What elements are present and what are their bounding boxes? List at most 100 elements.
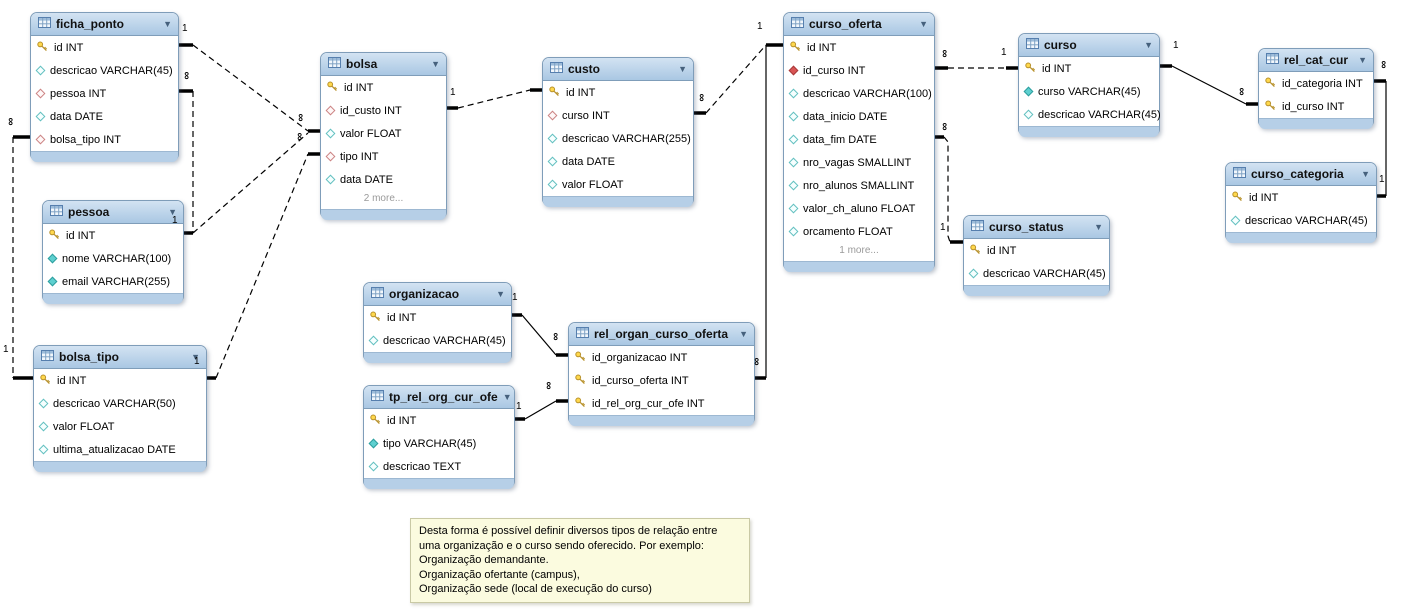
column-row[interactable]: data DATE — [321, 168, 446, 191]
collapse-arrow-icon[interactable]: ▼ — [496, 288, 505, 299]
column-row[interactable]: id_organizacao INT — [569, 346, 754, 369]
column-row[interactable]: data DATE — [543, 150, 693, 173]
column-row[interactable]: nro_alunos SMALLINT — [784, 174, 934, 197]
column-row[interactable]: id_custo INT — [321, 99, 446, 122]
column-text: valor FLOAT — [562, 178, 624, 191]
column-row[interactable]: data DATE — [31, 105, 178, 128]
column-row[interactable]: data_fim DATE — [784, 128, 934, 151]
column-row[interactable]: id INT — [34, 369, 206, 392]
collapse-arrow-icon[interactable]: ▼ — [1361, 168, 1370, 179]
collapse-arrow-icon[interactable]: ▼ — [919, 18, 928, 29]
column-row[interactable]: id INT — [543, 81, 693, 104]
column-row[interactable]: ultima_atualizacao DATE — [34, 438, 206, 461]
column-row[interactable]: descricao VARCHAR(100) — [784, 82, 934, 105]
table-header[interactable]: rel_organ_curso_oferta ▼ — [569, 323, 754, 346]
diagram-note[interactable]: Desta forma é possível definir diversos … — [410, 518, 750, 603]
table-header[interactable]: pessoa ▼ — [43, 201, 183, 224]
column-row[interactable]: valor_ch_aluno FLOAT — [784, 197, 934, 220]
table-name: custo — [568, 62, 601, 76]
table-header[interactable]: curso_status ▼ — [964, 216, 1109, 239]
collapse-arrow-icon[interactable]: ▼ — [1144, 39, 1153, 50]
table-curso[interactable]: curso ▼ id INT curso VARCHAR(45) descricao… — [1018, 33, 1161, 137]
collapse-arrow-icon[interactable]: ▼ — [678, 63, 687, 74]
collapse-arrow-icon[interactable]: ▼ — [739, 328, 748, 339]
column-row[interactable]: pessoa INT — [31, 82, 178, 105]
table-header[interactable]: custo ▼ — [543, 58, 693, 81]
column-text: id INT — [1249, 191, 1279, 204]
column-row[interactable]: descricao VARCHAR(45) — [364, 329, 511, 352]
column-row[interactable]: id INT — [364, 306, 511, 329]
collapse-arrow-icon[interactable]: ▼ — [1094, 221, 1103, 232]
table-header[interactable]: ficha_ponto ▼ — [31, 13, 178, 36]
column-row[interactable]: id_categoria INT — [1259, 72, 1373, 95]
collapse-arrow-icon[interactable]: ▼ — [163, 18, 172, 29]
column-row[interactable]: curso VARCHAR(45) — [1019, 80, 1159, 103]
column-row[interactable]: tipo VARCHAR(45) — [364, 432, 514, 455]
column-row[interactable]: orcamento FLOAT — [784, 220, 934, 243]
hidden-columns-indicator[interactable]: 2 more... — [363, 193, 404, 204]
column-row[interactable]: id INT — [43, 224, 183, 247]
column-row[interactable]: id INT — [964, 239, 1109, 262]
table-header[interactable]: curso_oferta ▼ — [784, 13, 934, 36]
hidden-columns-indicator[interactable]: 1 more... — [839, 245, 879, 256]
collapse-arrow-icon[interactable]: ▼ — [168, 206, 177, 217]
column-row[interactable]: id INT — [784, 36, 934, 59]
column-row[interactable]: descricao TEXT — [364, 455, 514, 478]
column-row[interactable]: descricao VARCHAR(45) — [1019, 103, 1161, 126]
column-row[interactable]: id INT — [1019, 57, 1159, 80]
column-row[interactable]: id INT — [364, 409, 514, 432]
column-text: curso VARCHAR(45) — [1038, 85, 1141, 98]
column-row[interactable]: data_inicio DATE — [784, 105, 934, 128]
column-row[interactable]: email VARCHAR(255) — [43, 270, 183, 293]
table-header[interactable]: tp_rel_org_cur_ofe ▼ — [364, 386, 514, 409]
column-row[interactable]: id_curso INT — [784, 59, 934, 82]
column-row[interactable]: tipo INT — [321, 145, 446, 168]
column-row[interactable]: nro_vagas SMALLINT — [784, 151, 934, 174]
table-curso_categoria[interactable]: curso_categoria ▼ id INT descricao VARCHA… — [1225, 162, 1377, 243]
column-row[interactable]: id INT — [1226, 186, 1376, 209]
table-header[interactable]: curso ▼ — [1019, 34, 1159, 57]
collapse-arrow-icon[interactable]: ▼ — [502, 391, 512, 402]
table-rel_organ_curso_oferta[interactable]: rel_organ_curso_oferta ▼ id_organizacao … — [568, 322, 755, 426]
collapse-arrow-icon[interactable]: ▼ — [1358, 54, 1367, 65]
table-header[interactable]: bolsa_tipo ▼ — [34, 346, 206, 369]
table-header[interactable]: organizacao ▼ — [364, 283, 511, 306]
column-row[interactable]: descricao VARCHAR(255) — [543, 127, 693, 150]
column-row[interactable]: id INT — [321, 76, 446, 99]
column-row[interactable]: valor FLOAT — [543, 173, 693, 196]
column-row[interactable]: id_curso INT — [1259, 95, 1373, 118]
table-footer — [964, 285, 1109, 296]
column-row[interactable]: curso INT — [543, 104, 693, 127]
key-icon — [575, 374, 586, 388]
column-row[interactable]: id INT — [31, 36, 178, 59]
column-row[interactable]: nome VARCHAR(100) — [43, 247, 183, 270]
table-footer — [364, 352, 511, 363]
column-row[interactable]: valor FLOAT — [321, 122, 446, 145]
table-header[interactable]: rel_cat_cur ▼ — [1259, 49, 1373, 72]
table-name: curso — [1044, 38, 1077, 52]
column-row[interactable]: descricao VARCHAR(50) — [34, 392, 206, 415]
collapse-arrow-icon[interactable]: ▼ — [431, 58, 440, 69]
column-row[interactable]: id_curso_oferta INT — [569, 369, 754, 392]
table-header[interactable]: bolsa ▼ — [321, 53, 446, 76]
diamond-outline-blue-icon — [547, 133, 558, 145]
column-row[interactable]: valor FLOAT — [34, 415, 206, 438]
column-row[interactable]: id_rel_org_cur_ofe INT — [569, 392, 754, 415]
table-header[interactable]: curso_categoria ▼ — [1226, 163, 1376, 186]
column-row[interactable]: descricao VARCHAR(45) — [964, 262, 1109, 285]
column-row[interactable]: bolsa_tipo INT — [31, 128, 178, 151]
column-row[interactable]: descricao VARCHAR(45) — [1226, 209, 1376, 232]
collapse-arrow-icon[interactable]: ▼ — [191, 351, 200, 362]
column-row[interactable]: descricao VARCHAR(45) — [31, 59, 178, 82]
